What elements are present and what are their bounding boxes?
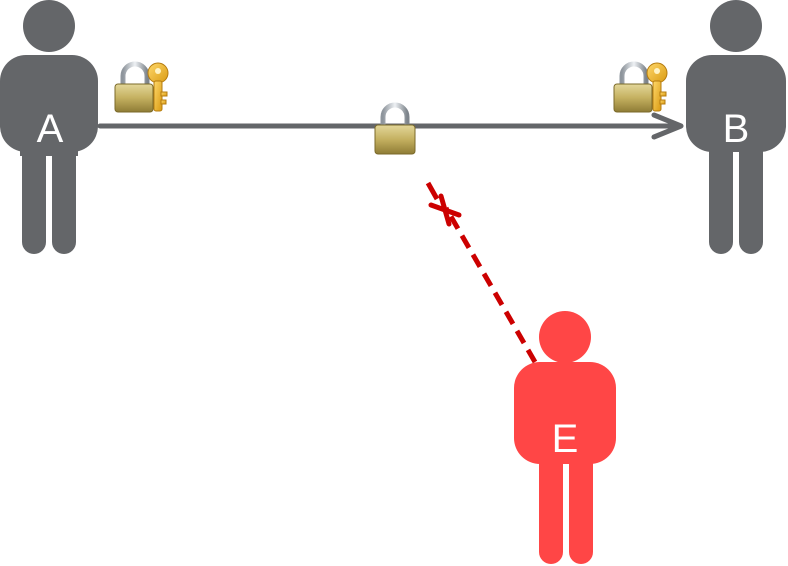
padlock-with-key-icon [613,61,668,113]
person-e-label: E [552,417,579,461]
person-b-label: B [723,107,750,151]
person-e [514,311,616,564]
padlock-with-key-icon [114,61,169,113]
person-b [686,0,786,254]
x-mark-icon [428,193,462,227]
padlock-icon [374,102,416,155]
interception-line [443,206,538,364]
person-a-label: A [37,107,64,151]
person-a [0,0,98,254]
interception-line-stub [425,181,440,201]
